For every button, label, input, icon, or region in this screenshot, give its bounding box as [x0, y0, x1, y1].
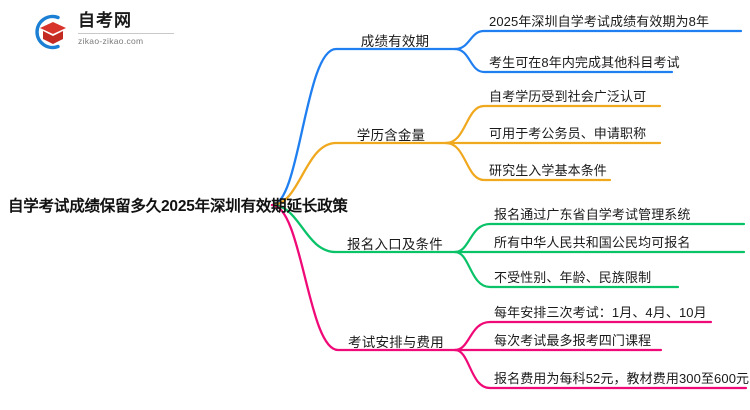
site-logo: 自考网 zikao-zikao.com [28, 10, 178, 54]
logo-divider [78, 33, 174, 34]
leaf-connector-0-0 [453, 29, 743, 51]
leaf-label-2-2: 不受性别、年龄、民族限制 [494, 270, 652, 285]
branch-label-1: 学历含金量 [356, 128, 426, 143]
branch-label-0: 成绩有效期 [360, 34, 430, 49]
branch-connectors-3 [270, 203, 748, 390]
branch-connectors-1 [270, 104, 662, 207]
leaf-label-1-2: 研究生入学基本条件 [489, 163, 607, 178]
branch-label-2: 报名入口及条件 [347, 237, 443, 252]
root-label: 自学考试成绩保留多久2025年深圳有效期延长政策 [8, 198, 348, 215]
leaf-connector-1-0 [444, 104, 662, 145]
mindmap-root-node: 自学考试成绩保留多久2025年深圳有效期延长政策 [8, 190, 348, 220]
leaf-connector-1-2 [444, 141, 612, 182]
leaf-label-3-2: 报名费用为每科52元，教材费用300至600元 [494, 371, 750, 386]
leaf-label-0-0: 2025年深圳自学考试成绩有效期为8年 [489, 14, 710, 29]
leaf-connector-0-1 [453, 47, 674, 74]
branch-label-3: 考试安排与费用 [348, 335, 444, 350]
logo-subtitle: zikao-zikao.com [78, 36, 144, 46]
leaf-label-0-1: 考生可在8年内完成其他科目考试 [489, 55, 680, 70]
leaf-label-3-0: 每年安排三次考试：1月、4月、10月 [494, 305, 707, 320]
branch-trunk-3 [270, 203, 457, 352]
branch-connectors-2 [270, 203, 746, 289]
branch-trunk-0 [270, 47, 457, 207]
logo-mark-icon [35, 14, 66, 50]
branch-trunk-2 [270, 203, 457, 254]
leaf-label-3-1: 每次考试最多报考四门课程 [494, 333, 652, 348]
logo-title: 自考网 [78, 11, 132, 30]
leaf-label-1-1: 可用于考公务员、申请职称 [489, 126, 647, 141]
leaf-connector-2-2 [453, 250, 680, 289]
logo-text-block: 自考网 zikao-zikao.com [78, 11, 178, 46]
branch-trunk-1 [270, 141, 448, 207]
branch-connectors-0 [270, 29, 743, 207]
leaf-label-1-0: 自考学历受到社会广泛认可 [489, 89, 647, 104]
leaf-label-2-1: 所有中华人民共和国公民均可报名 [494, 235, 691, 250]
leaf-label-2-0: 报名通过广东省自学考试管理系统 [494, 207, 691, 222]
leaf-connector-3-2 [453, 348, 748, 390]
